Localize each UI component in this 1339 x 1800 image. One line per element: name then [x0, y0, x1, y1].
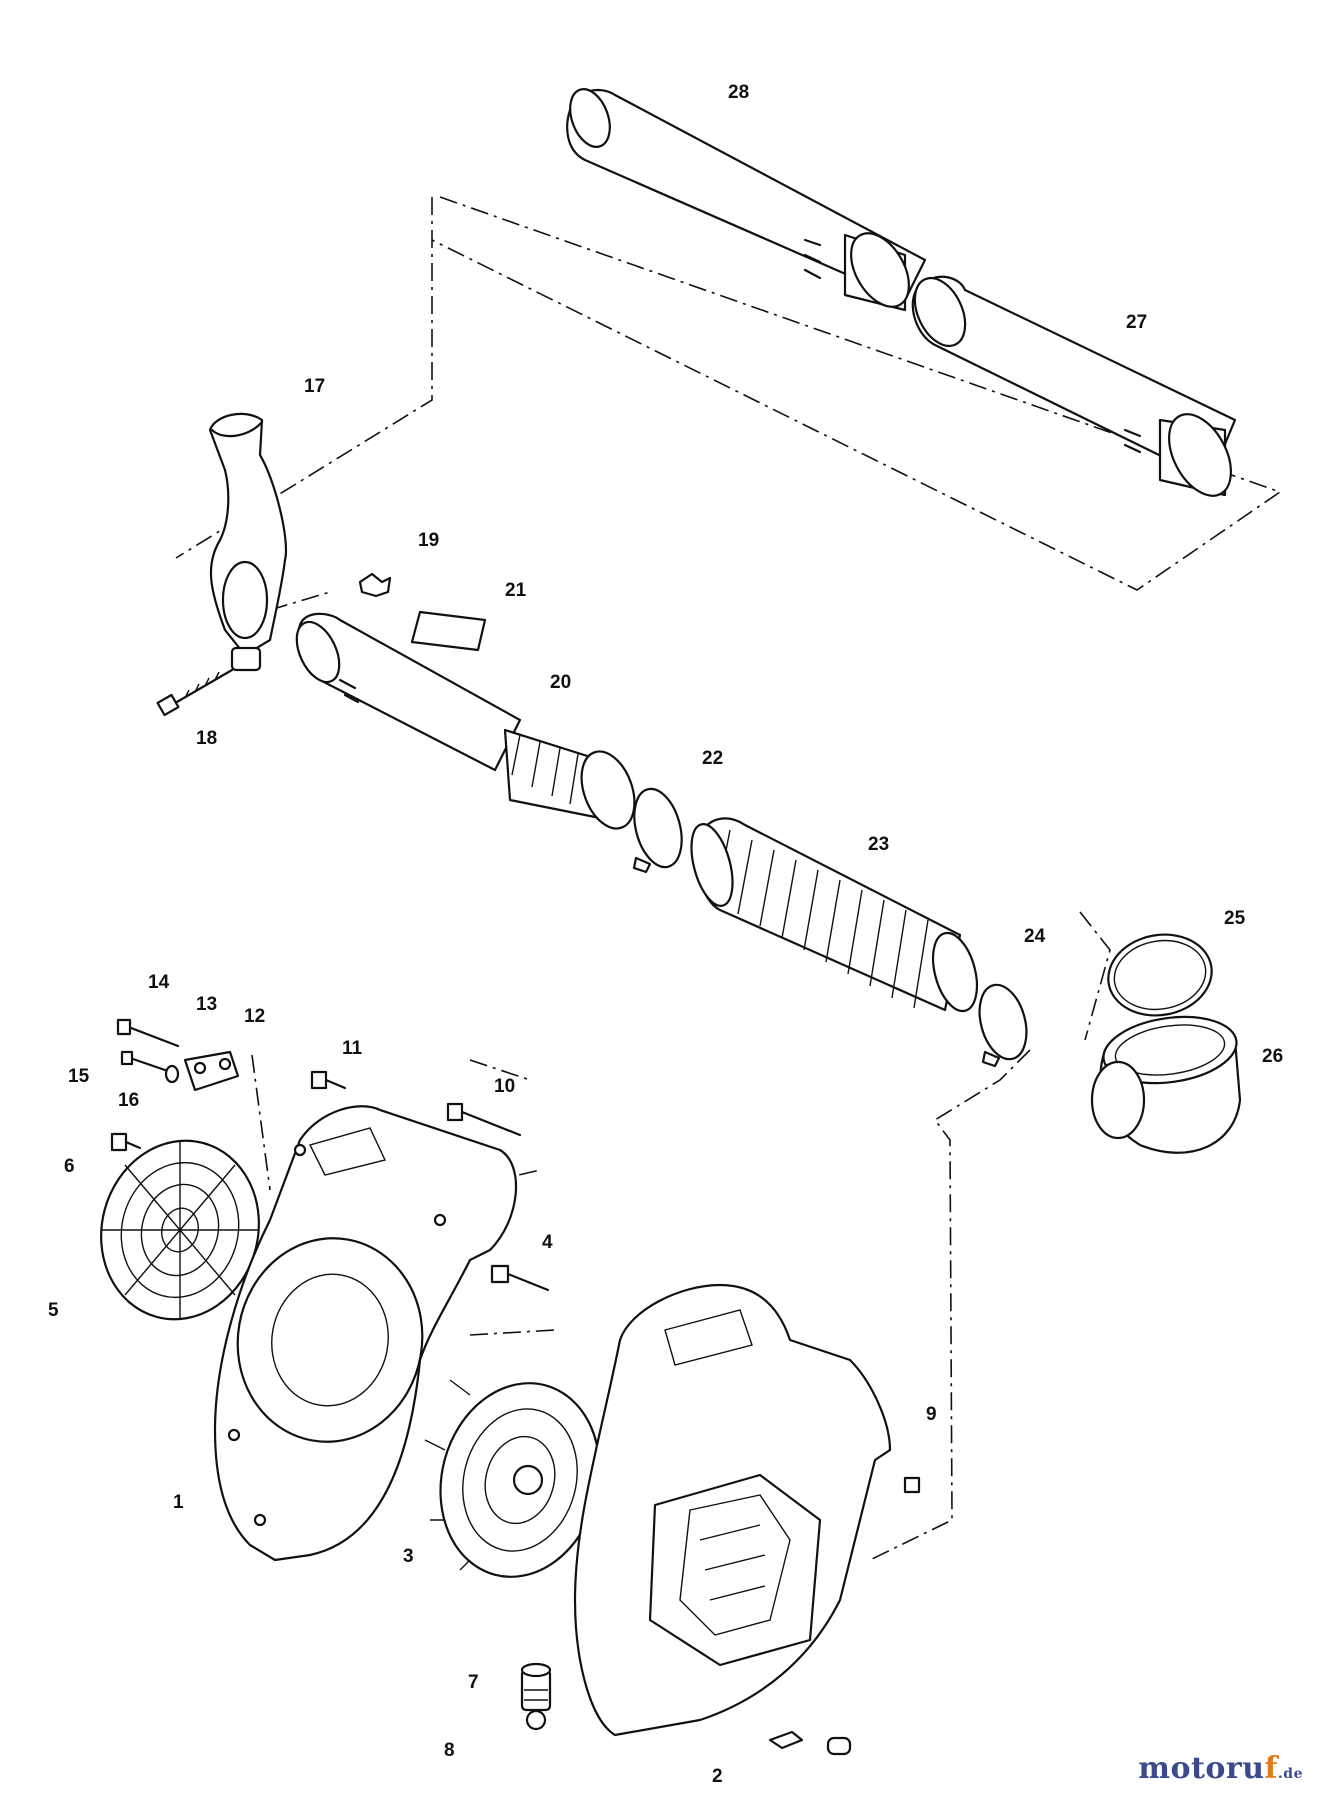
label-15: 15: [68, 1066, 90, 1087]
label-4: 4: [542, 1232, 553, 1253]
label-23: 23: [868, 834, 889, 855]
watermark-name: motoruf: [1138, 1751, 1278, 1786]
part-number-callouts: 1 2 3 4 5 6 7 8 9 10 11 12 13 14 15 16 1…: [48, 82, 1283, 1787]
label-25: 25: [1224, 908, 1246, 929]
hardware-parts-10-to-16: [110, 1018, 522, 1152]
label-9: 9: [926, 1404, 937, 1425]
label-plate-part-21: [410, 610, 487, 652]
label-13: 13: [196, 994, 217, 1015]
clamp-part-24: [978, 983, 1028, 1068]
label-10: 10: [494, 1076, 515, 1097]
label-11: 11: [342, 1038, 363, 1059]
label-3: 3: [403, 1546, 414, 1567]
label-27: 27: [1126, 312, 1147, 333]
main-housing-part-2: [573, 1283, 921, 1756]
label-8: 8: [444, 1740, 455, 1761]
label-12: 12: [244, 1006, 265, 1027]
bolt-part-18: [156, 668, 234, 717]
filter-part-7: [520, 1662, 552, 1712]
fan-case-part-1: [213, 1105, 518, 1562]
bellows-hose-part-23: [690, 817, 979, 1013]
label-1: 1: [173, 1492, 184, 1513]
label-16: 16: [118, 1090, 139, 1111]
screw-part-4: [490, 1264, 550, 1292]
handle-part-17: [208, 412, 287, 672]
tube-part-20: [295, 612, 636, 830]
watermark-logo: motoruf.de: [1138, 1751, 1303, 1786]
label-19: 19: [418, 530, 439, 551]
intake-grille-part-5: [100, 1139, 260, 1321]
label-6: 6: [64, 1156, 75, 1177]
o-ring-part-25: [1107, 933, 1213, 1017]
label-20: 20: [550, 672, 571, 693]
watermark-suffix: .de: [1277, 1766, 1303, 1782]
clamp-part-22: [632, 787, 683, 874]
label-26: 26: [1262, 1046, 1283, 1067]
lower-tube-part-27: [911, 275, 1237, 497]
label-2: 2: [712, 1766, 723, 1787]
label-17: 17: [304, 376, 325, 397]
cap-part-8: [525, 1709, 547, 1731]
label-24: 24: [1024, 926, 1046, 947]
label-7: 7: [468, 1672, 479, 1693]
impeller-part-3: [424, 1379, 601, 1578]
label-5: 5: [48, 1300, 59, 1321]
wing-nut-part-19: [358, 572, 392, 598]
label-21: 21: [505, 580, 527, 601]
label-22: 22: [702, 748, 723, 769]
label-28: 28: [728, 82, 749, 103]
elbow-part-26: [1090, 1015, 1242, 1154]
upper-tube-part-28: [566, 88, 927, 312]
watermark-accent-letter: f: [1264, 1751, 1278, 1786]
label-14: 14: [148, 972, 170, 993]
label-18: 18: [196, 728, 217, 749]
